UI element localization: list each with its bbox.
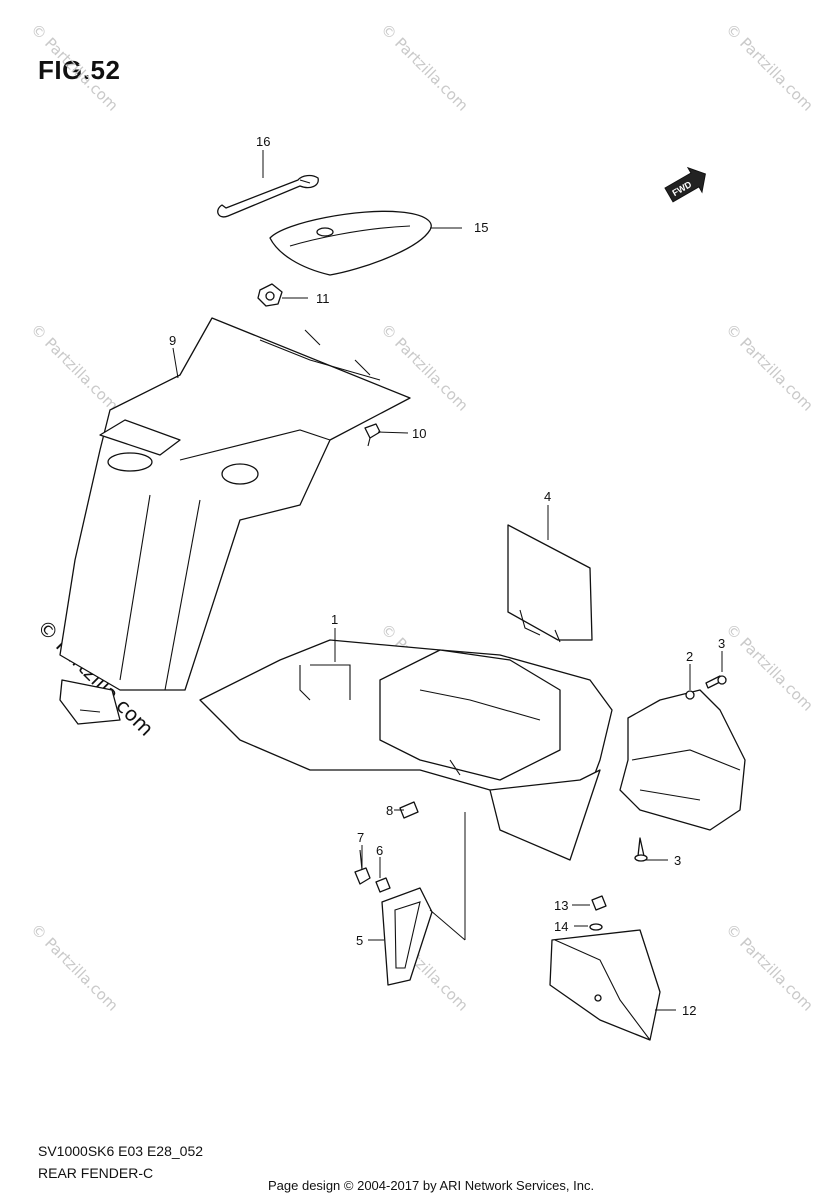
callout-5: 5: [356, 933, 363, 948]
watermark: © Partzilla.com: [27, 920, 122, 1015]
model-code: SV1000SK6 E03 E28_052: [38, 1143, 204, 1159]
watermark: © Partzilla.com: [27, 20, 122, 115]
part-6-nut: [375, 877, 391, 893]
watermark: © Partzilla.com: [377, 20, 472, 115]
part-2-bracket: [619, 689, 746, 831]
copyright-notice: Page design © 2004-2017 by ARI Network S…: [268, 1178, 595, 1193]
part-16-tool: [217, 174, 319, 218]
leader-lines: [172, 150, 723, 1011]
section-name: REAR FENDER-C: [38, 1165, 154, 1181]
callout-1: 1: [331, 612, 338, 627]
watermark: © Partzilla.com: [722, 320, 817, 415]
part-10-bolt: [364, 423, 381, 447]
part-9-rear-fender: [59, 317, 411, 691]
fwd-arrow-icon: FWD: [664, 166, 706, 203]
callout-13: 13: [554, 898, 568, 913]
part-3-screw-lower: [634, 837, 648, 862]
callout-3-lower: 3: [674, 853, 681, 868]
part-13-bolt: [591, 895, 607, 911]
callout-6: 6: [376, 843, 383, 858]
callout-10: 10: [412, 426, 426, 441]
part-4-plate: [507, 524, 593, 643]
callout-8: 8: [386, 803, 393, 818]
callout-14: 14: [554, 919, 568, 934]
part-1-battery-tray: [199, 639, 613, 861]
callout-4: 4: [544, 489, 551, 504]
callout-3-upper: 3: [718, 636, 725, 651]
part-7-bolt: [354, 849, 371, 885]
watermark: © Partzilla.com: [722, 20, 817, 115]
callout-12: 12: [682, 1003, 696, 1018]
callout-7: 7: [357, 830, 364, 845]
part-15-bag: [269, 210, 432, 276]
part-14-washer: [589, 923, 603, 931]
figure-title: FIG.52: [38, 55, 121, 85]
watermark: © Partzilla.com: [722, 920, 817, 1015]
part-11-clip: [257, 283, 283, 307]
callout-9: 9: [169, 333, 176, 348]
callout-11: 11: [316, 291, 330, 306]
part-5-bracket: [381, 887, 433, 986]
watermark: © Partzilla.com: [27, 320, 122, 415]
callout-2: 2: [686, 649, 693, 664]
watermark: © Partzilla.com: [722, 620, 817, 715]
part-12-cover: [549, 929, 661, 1041]
callout-15: 15: [474, 220, 488, 235]
callouts: 16 15 11 9 10 4 1 2 3 3 8 7 6 5 13 14 12: [169, 134, 725, 1018]
part-mount-block: [59, 679, 121, 725]
part-8-bolt: [399, 801, 419, 819]
callout-16: 16: [256, 134, 270, 149]
part-3-screw-upper: [705, 675, 727, 689]
